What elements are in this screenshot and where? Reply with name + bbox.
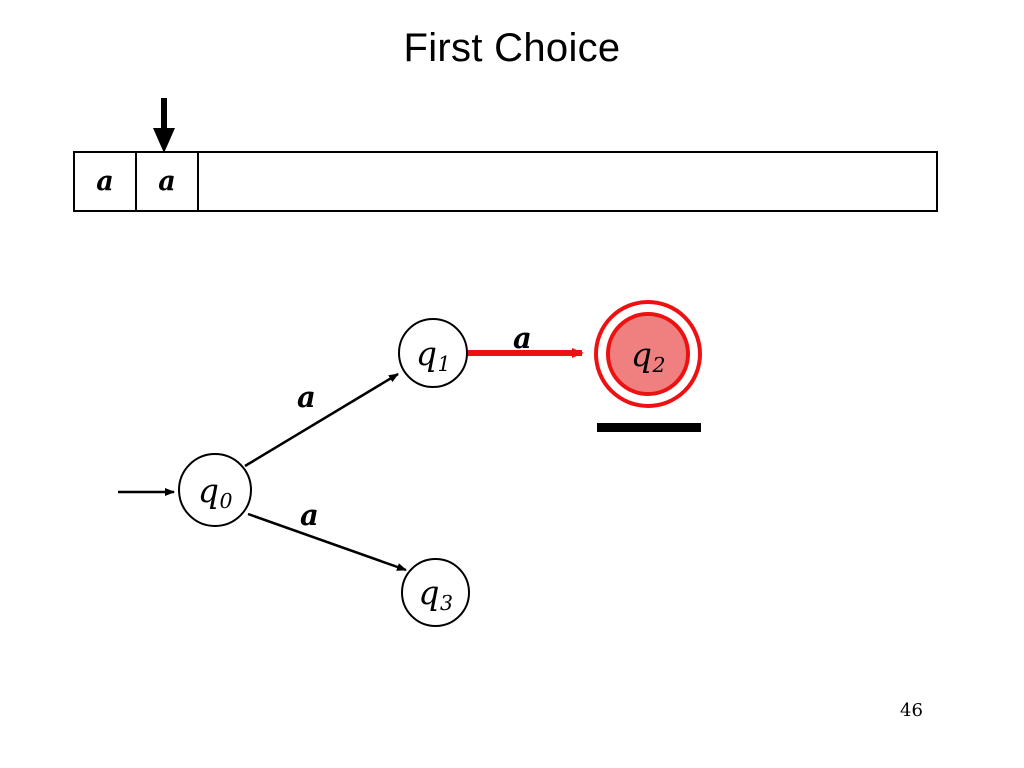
state-node-q3[interactable]: q3: [401, 558, 470, 627]
edge-label-q1-q2: a: [513, 321, 532, 355]
state-node-q1[interactable]: q1: [398, 318, 468, 388]
state-label: q0: [197, 470, 233, 513]
tape-cell: [199, 153, 936, 210]
input-tape: a a: [73, 151, 938, 212]
state-label: q1: [415, 333, 451, 376]
state-label: q3: [418, 573, 453, 616]
edge-label-q0-q3: a: [300, 498, 319, 532]
tape-head-pointer: [151, 98, 177, 153]
state-node-q0[interactable]: q0: [178, 453, 252, 527]
state-node-q2[interactable]: q2: [606, 312, 690, 396]
tape-cell: a: [137, 153, 199, 210]
edge-q0-q3: [247, 512, 407, 572]
edge-label-q0-q1: a: [297, 380, 316, 414]
page-number: 46: [900, 700, 923, 721]
state-label: q2: [630, 334, 666, 377]
state-q2-underline: [597, 423, 701, 432]
down-arrow-icon: [153, 98, 175, 153]
tape-cell: a: [75, 153, 137, 210]
page-title: First Choice: [403, 26, 621, 70]
edge-q0-q1: [244, 372, 399, 468]
